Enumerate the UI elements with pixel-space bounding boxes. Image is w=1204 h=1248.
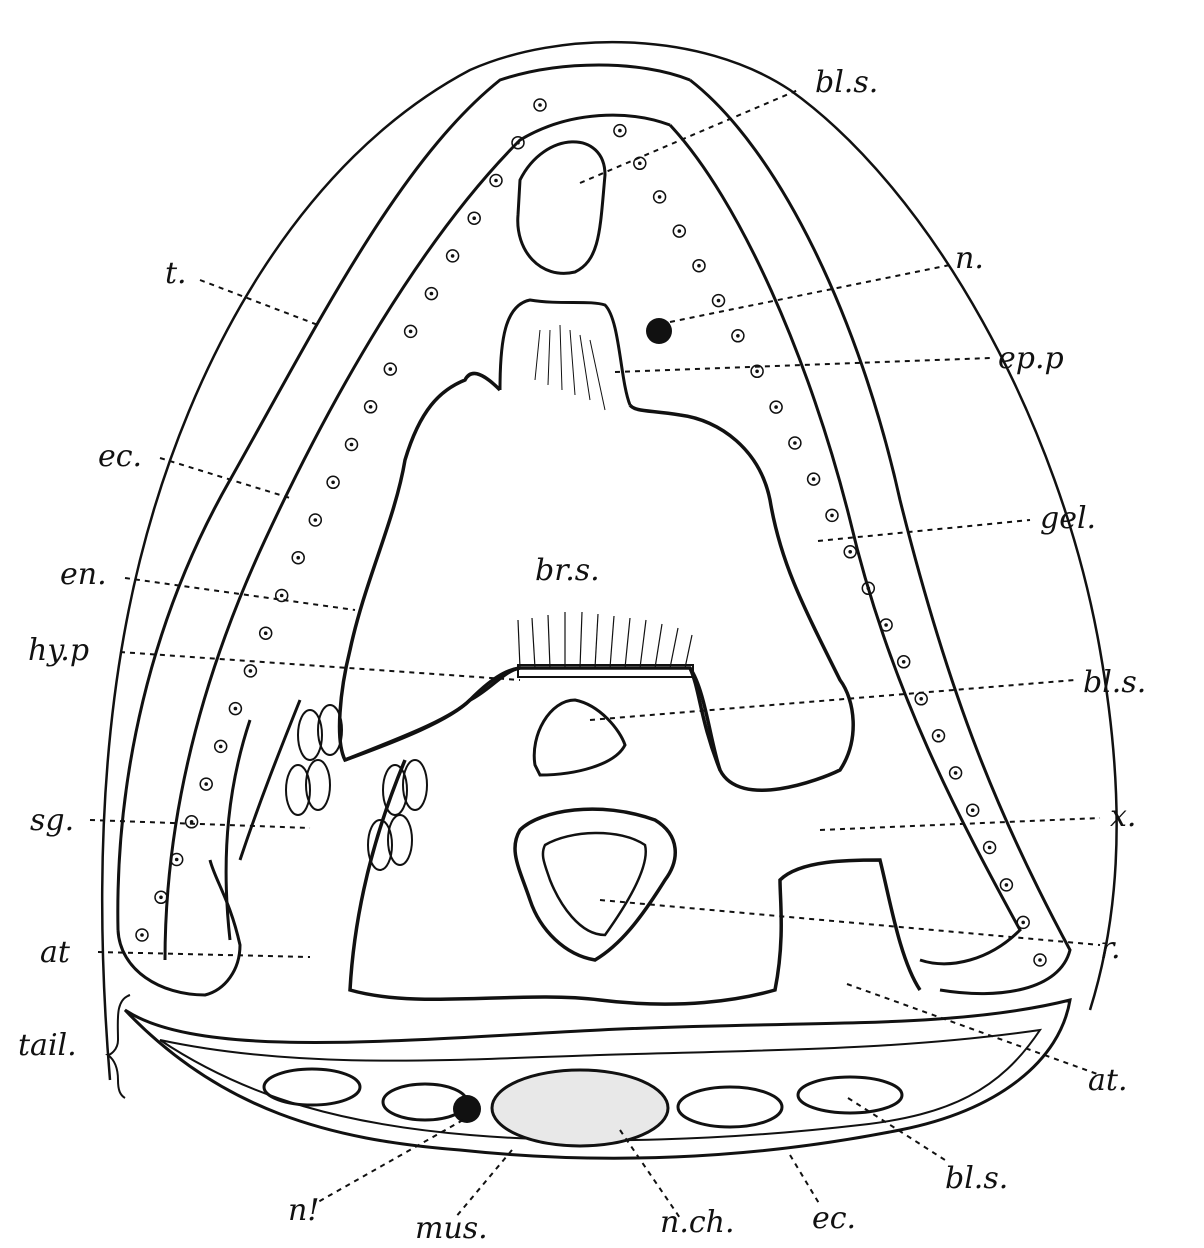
ectoderm-cell-nucleolus — [314, 518, 318, 522]
ectoderm-cell-nucleolus — [697, 264, 701, 268]
ectoderm-cell-nucleolus — [658, 195, 662, 199]
tail-blood-sinus-4 — [798, 1077, 902, 1113]
ectoderm-cell-nucleolus — [369, 405, 373, 409]
ectoderm-cell-nucleolus — [280, 594, 284, 598]
label-blood-sinus-middle: bl.s. — [1083, 665, 1146, 700]
ectoderm-cell-nucleolus — [755, 370, 759, 374]
label-x: x. — [1110, 799, 1136, 834]
label-gelatinous: gel. — [1040, 501, 1096, 536]
ectoderm-cell-nucleolus — [919, 697, 923, 701]
ectoderm-cell-nucleolus — [988, 846, 992, 850]
ectoderm-cell-nucleolus — [774, 405, 778, 409]
label-muscle: mus. — [415, 1211, 488, 1246]
ectoderm-cell-nucleolus — [234, 707, 238, 711]
ectoderm-cell-nucleolus — [430, 292, 434, 296]
label-hypopharyngeal: hy.p — [28, 633, 89, 668]
ectoderm-cell-nucleolus — [350, 443, 354, 447]
ectoderm-cell-nucleolus — [717, 299, 721, 303]
ectoderm-cell-nucleolus — [264, 631, 268, 635]
label-test: t. — [165, 256, 187, 291]
stigmata — [226, 700, 427, 940]
blood-sinus-middle — [534, 700, 625, 775]
ectoderm-cell-nucleolus — [219, 745, 223, 749]
ectoderm-cell-nucleolus — [296, 556, 300, 560]
leader-lines — [90, 90, 1100, 1218]
ectoderm-cell-nucleolus — [867, 587, 871, 591]
label-blood-sinus-top: bl.s. — [815, 65, 878, 100]
ectoderm-cell-nucleolus — [937, 734, 941, 738]
label-blood-sinus-tail: bl.s. — [945, 1161, 1008, 1196]
label-tail: tail. — [18, 1028, 77, 1063]
label-branchial-sac: br.s. — [535, 553, 600, 588]
label-ectoderm-left: ec. — [98, 439, 142, 474]
nerve-dot — [646, 318, 672, 344]
ectoderm-cell-nucleolus — [830, 514, 834, 518]
ectoderm-cell-nucleolus — [389, 367, 393, 371]
ectoderm-cell-nucleolus — [331, 481, 335, 485]
ectoderm-cell-nucleolus — [204, 782, 208, 786]
ectoderm-cell-nucleolus — [140, 933, 144, 937]
tail-nerve-cord — [453, 1095, 481, 1123]
ectoderm-cell-nucleolus — [618, 129, 622, 133]
epipharyngeal-process — [500, 300, 630, 405]
tail-blood-sinus-3 — [678, 1087, 782, 1127]
epipharyngeal-cilia — [535, 325, 605, 410]
ectoderm-cell-nucleolus — [812, 477, 816, 481]
ectoderm-cell-nucleolus — [1005, 883, 1009, 887]
ectoderm-cell-nucleolus — [538, 103, 542, 107]
ectoderm-cell-nucleolus — [638, 162, 642, 166]
blood-sinus-upper — [518, 142, 605, 273]
ectoderm-cell-nucleolus — [159, 896, 163, 900]
label-nerve: n. — [955, 241, 984, 276]
ectoderm-cell-nucleolus — [451, 254, 455, 258]
hypopharyngeal-cilia — [518, 612, 692, 668]
label-epipharyngeal: ep.p — [998, 341, 1064, 376]
ectoderm-cell-nucleolus — [793, 441, 797, 445]
ectoderm-cell-nucleolus — [175, 858, 179, 862]
label-rectum: r. — [1100, 931, 1121, 966]
label-atrium-right: at. — [1088, 1063, 1127, 1098]
rectum-inner — [543, 833, 646, 935]
ectoderm-left-base — [118, 860, 240, 995]
ectoderm-cell-nucleolus — [1038, 958, 1042, 962]
notochord — [492, 1070, 668, 1146]
ectoderm-cell-nucleolus — [736, 334, 740, 338]
label-tail-nerve: n! — [288, 1193, 319, 1228]
ectoderm-cell-nucleolus — [1021, 921, 1025, 925]
ectoderm-cell-nucleolus — [494, 179, 498, 183]
ectoderm-cell-nucleolus — [249, 669, 253, 673]
label-atrium-left: at — [40, 935, 71, 970]
visceral-mass — [345, 668, 920, 1004]
label-stigmata: sg. — [30, 803, 74, 838]
label-endoderm: en. — [60, 557, 107, 592]
ectoderm-cell-nucleolus — [884, 623, 888, 627]
ectoderm-cell-nucleolus — [902, 660, 906, 664]
ectoderm-cell-nucleolus — [678, 229, 682, 233]
ectoderm-cell-nucleolus — [516, 141, 520, 145]
ectoderm-cell-nucleolus — [409, 330, 413, 334]
ectoderm-cell-nucleolus — [848, 550, 852, 554]
rectum-outer — [515, 809, 675, 960]
ectoderm-cell-nucleolus — [971, 808, 975, 812]
label-ectoderm-bottom: ec. — [812, 1201, 856, 1236]
tail-blood-sinus-1 — [264, 1069, 360, 1105]
ectoderm-cell-nucleolus — [954, 771, 958, 775]
label-notochord: n.ch. — [660, 1205, 735, 1240]
ectoderm-right-outer — [690, 80, 1070, 994]
ectoderm-cell-nucleolus — [472, 216, 476, 220]
